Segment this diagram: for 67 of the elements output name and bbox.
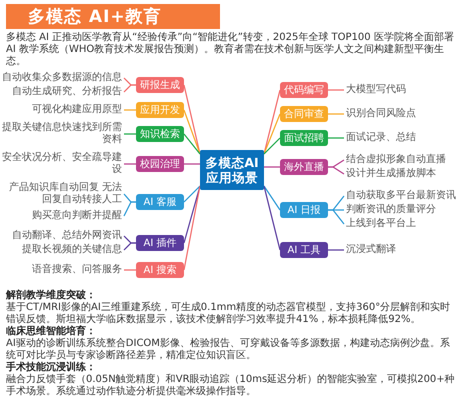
category-box: AI 插件 — [136, 235, 184, 251]
connector-line — [184, 163, 200, 165]
branch-text: 沉浸式翻译 — [346, 244, 461, 256]
branch-text: 可视化构建应用原型 — [0, 104, 122, 116]
branch-text: 大模型写代码 — [346, 84, 461, 96]
connector-line — [124, 84, 136, 92]
category-box: 代码编写 — [280, 82, 328, 98]
branch-text: 面试记录、总结 — [346, 132, 461, 144]
connector-line — [124, 269, 136, 271]
category-box: AI 工具 — [280, 242, 328, 258]
connector-line — [124, 133, 136, 135]
connector-line — [264, 166, 280, 168]
category-box: AI 搜索 — [136, 262, 184, 278]
branch-text: 自动生成研究、分析报告 — [0, 86, 122, 98]
category-box: 海外直播 — [280, 159, 328, 175]
connector-line — [123, 201, 136, 216]
category-box: 知识检索 — [136, 126, 184, 142]
connector-line — [183, 110, 201, 154]
category-box: 校园治理 — [136, 156, 184, 172]
connector-line — [328, 113, 344, 115]
body-paragraph: 融合力反馈手套（0.05N触觉精度）和VR眼动追踪（10ms延迟分析）的智能实验室，可模拟200+种手术场景。系统通过动作轨迹分析提供毫米级操作指导。 — [6, 374, 455, 398]
branch-text: 提取关键信息快速找到所需资料 — [0, 122, 122, 146]
connector-line — [328, 89, 344, 91]
connector-line — [124, 163, 136, 165]
connector-line — [124, 242, 136, 250]
branch-text: 购买意向判断并提醒 — [0, 210, 122, 222]
category-box: AI 客服 — [136, 194, 184, 210]
connector-line — [183, 186, 201, 270]
category-box: 研报生成 — [136, 77, 184, 93]
branch-text: 产品知识库自动回复 无法回复自动转接人工 — [0, 182, 122, 206]
title-banner: 多模态 AI+教育 — [6, 4, 220, 29]
branch-text: 自动获取多平台最新资讯 — [346, 190, 461, 202]
category-box: 合同审查 — [280, 106, 328, 122]
connector-line — [328, 249, 344, 251]
connector-line — [184, 186, 200, 202]
connector-line — [264, 186, 280, 210]
section-heading: 解剖教学维度突破： — [6, 290, 97, 302]
connector-line — [263, 90, 281, 154]
section-heading: 手术技能沉浸训练： — [6, 362, 97, 374]
section-heading: 临床思维智能培育： — [6, 326, 97, 338]
branch-text: 结合虚拟形象自动直播 — [346, 154, 461, 166]
connector-line — [124, 109, 136, 111]
branch-text: 自动收集众多数据源的信息 — [0, 72, 122, 84]
connector-line — [328, 166, 344, 174]
branch-text: 判断资讯的质量评分 — [346, 204, 461, 216]
branch-text: 语音搜索、问答服务 — [0, 264, 122, 276]
branch-text: 识别合同风险点 — [346, 108, 461, 120]
connector-line — [184, 134, 200, 154]
branch-text: 安全状况分析、安全疏导建设 — [0, 152, 122, 176]
central-topic-box: 多模态AI应用场景 — [200, 150, 264, 190]
connector-line — [263, 186, 281, 250]
connector-line — [328, 209, 344, 224]
branch-text: 自动翻译、总结外网资讯 — [0, 230, 122, 242]
connector-line — [183, 186, 201, 244]
category-box: AI 日报 — [280, 202, 328, 218]
category-box: 应用开发 — [136, 102, 184, 118]
connector-line — [328, 137, 344, 139]
connector-line — [263, 114, 281, 154]
connector-line — [264, 138, 280, 154]
body-paragraph: 基于CT/MRI影像的AI三维重建系统，可生成0.1mm精度的动态器官模型，支持360°分层解剖和实时错误反馈。斯坦福大学临床数据显示，该技术使解剖学习效率提升41%，标本损耗降低92%。 — [6, 302, 452, 325]
branch-text: 设计并生成播放脚本 — [346, 168, 461, 180]
branch-text: 提取长视频的关键信息 — [0, 244, 122, 256]
connector-line — [183, 84, 201, 154]
category-box: 面试招聘 — [280, 130, 328, 146]
branch-text: 上线到各平台上 — [346, 218, 461, 230]
intro-paragraph: 多模态 AI 正推动医学教育从“经验传承”向“智能进化”转变，2025年全球 TOP100 医学院将全面部署 AI 教学系统（WHO教育技术发展报告预测）。教育者需在技术创新与医学人文之间构建新型平衡生态。 — [6, 32, 455, 68]
body-paragraph: AI驱动的诊断训练系统整合DICOM影像、检验报告、可穿戴设备等多源数据，构建动态病例沙盘。系统可对比学员与专家诊断路径差异，精准定位知识盲区。 — [6, 338, 451, 362]
